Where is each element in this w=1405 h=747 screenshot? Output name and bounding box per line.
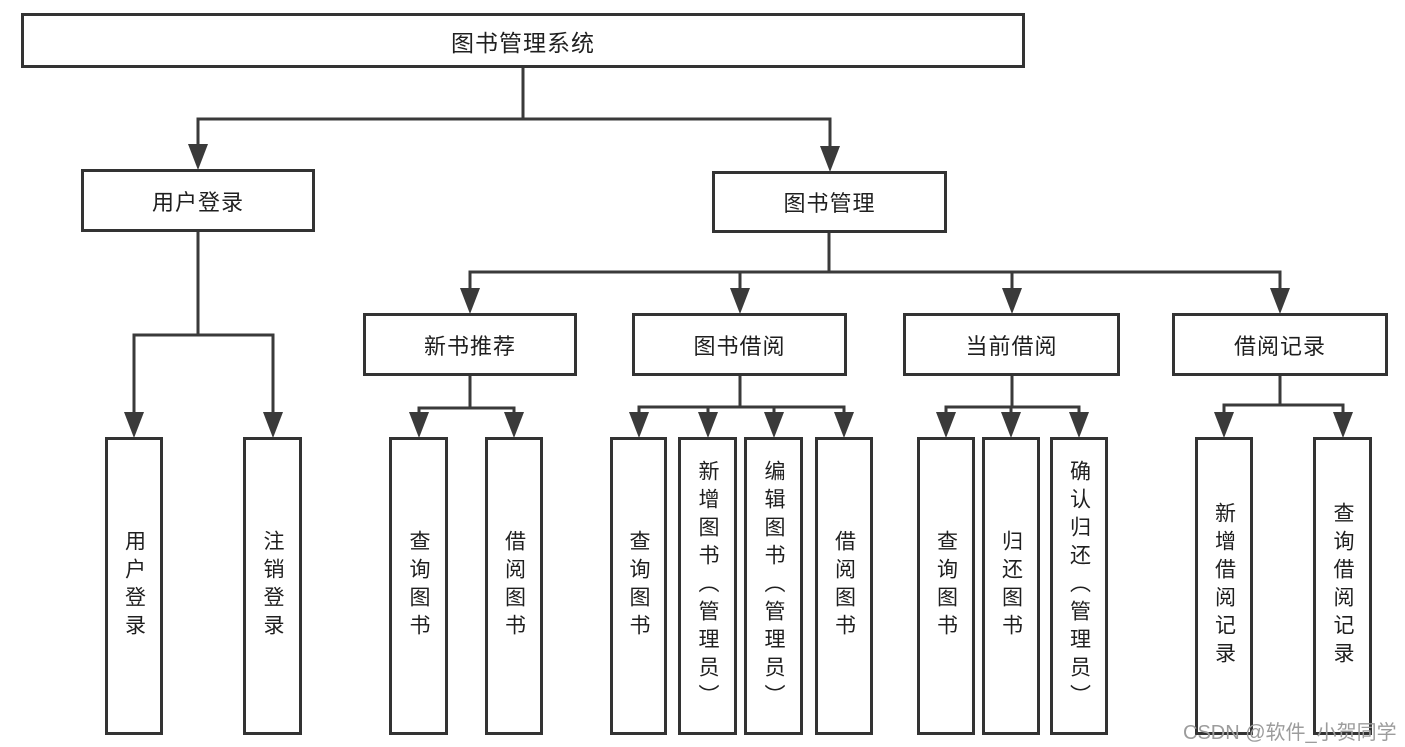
connector-borrow-record-split [1222, 373, 1345, 407]
leaf-search-books-current: 查询图书 [917, 437, 975, 735]
leaf-add-borrow-record-label: 新增借阅记录 [1212, 502, 1236, 670]
node-book-management-label: 图书管理 [783, 191, 876, 216]
connector-root-split [196, 65, 832, 121]
leaf-return-books: 归还图书 [982, 437, 1040, 735]
leaf-search-books-recommend: 查询图书 [389, 437, 448, 735]
leaf-user-login: 用户登录 [105, 437, 163, 735]
node-user-login-label: 用户登录 [151, 189, 244, 215]
leaf-add-borrow-record: 新增借阅记录 [1195, 437, 1253, 735]
node-new-book-recommend-label: 新书推荐 [423, 333, 516, 359]
leaf-user-login-label: 用户登录 [122, 530, 146, 642]
leaf-search-books-current-label: 查询图书 [934, 530, 958, 642]
leaf-edit-books-admin: 编辑图书（管理员） [744, 437, 803, 735]
leaf-add-books-admin: 新增图书（管理员） [678, 437, 737, 735]
node-book-borrow: 图书借阅 [632, 313, 847, 376]
node-library-management-system: 图书管理系统 [21, 13, 1025, 68]
node-library-management-system-label: 图书管理系统 [451, 29, 595, 56]
leaf-search-borrow-record-label: 查询借阅记录 [1331, 502, 1354, 670]
node-user-login: 用户登录 [81, 169, 315, 232]
node-current-borrow: 当前借阅 [903, 313, 1120, 376]
leaf-search-books-borrow-label: 查询图书 [627, 530, 650, 642]
leaf-search-books-borrow: 查询图书 [610, 437, 667, 735]
leaf-confirm-return-admin-label: 确认归还（管理员） [1067, 460, 1091, 712]
connector-new-book-split [417, 373, 516, 410]
leaf-search-books-recommend-label: 查询图书 [407, 530, 430, 642]
connector-current-borrow-split [944, 373, 1081, 409]
leaf-search-borrow-record: 查询借阅记录 [1313, 437, 1372, 735]
leaf-borrow-books-label: 借阅图书 [832, 530, 856, 642]
leaf-return-books-label: 归还图书 [999, 530, 1023, 642]
csdn-watermark: CSDN @软件_小贺同学 [1183, 722, 1397, 744]
node-current-borrow-label: 当前借阅 [965, 333, 1058, 359]
node-borrow-record: 借阅记录 [1172, 313, 1388, 376]
leaf-logout: 注销登录 [243, 437, 302, 735]
node-borrow-record-label: 借阅记录 [1233, 333, 1326, 359]
connector-book-borrow-split [637, 373, 846, 409]
leaf-logout-label: 注销登录 [261, 530, 284, 642]
connector-book-mgmt-split [468, 230, 1282, 274]
leaf-borrow-books-recommend-label: 借阅图书 [502, 530, 526, 642]
arrowhead-icons [124, 144, 1353, 438]
leaf-edit-books-admin-label: 编辑图书（管理员） [762, 460, 785, 712]
connector-user-login-split [132, 229, 275, 337]
leaf-borrow-books: 借阅图书 [815, 437, 873, 735]
node-new-book-recommend: 新书推荐 [363, 313, 577, 376]
node-book-management: 图书管理 [712, 171, 947, 233]
leaf-borrow-books-recommend: 借阅图书 [485, 437, 543, 735]
node-book-borrow-label: 图书借阅 [693, 333, 786, 359]
leaf-confirm-return-admin: 确认归还（管理员） [1050, 437, 1108, 735]
leaf-add-books-admin-label: 新增图书（管理员） [696, 460, 719, 712]
